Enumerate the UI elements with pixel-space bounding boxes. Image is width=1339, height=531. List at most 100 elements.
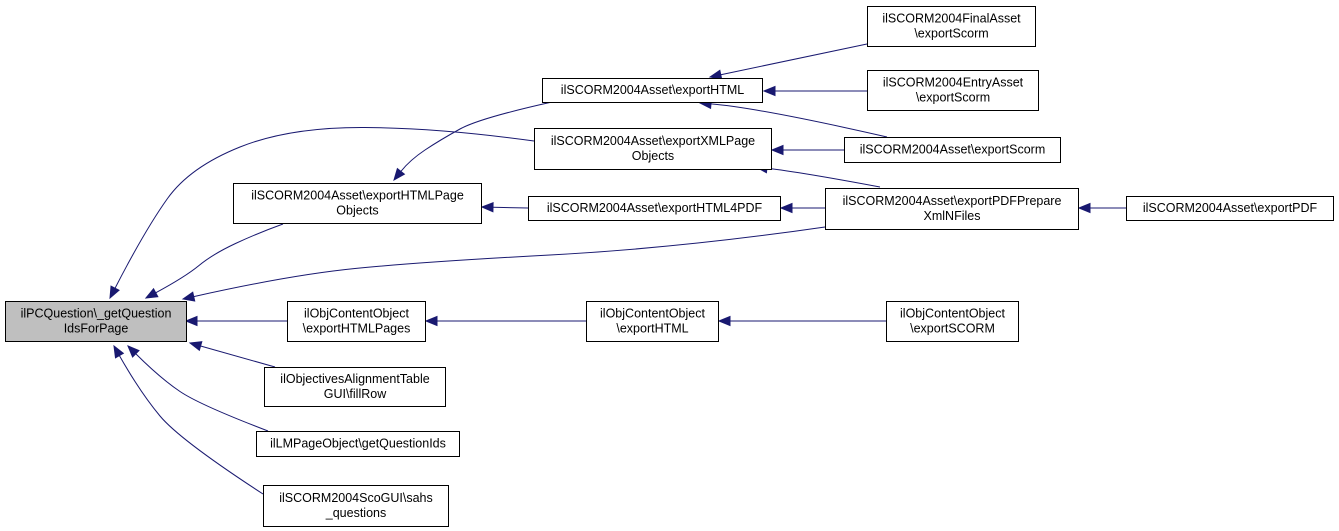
edge-objExportHTML-to-objExportHTMLPages	[424, 315, 586, 327]
node-label-line: \exportScorm	[914, 27, 988, 41]
node-box	[586, 301, 719, 342]
edges-layer	[109, 43, 1126, 495]
node-label-line: \exportScorm	[916, 91, 990, 105]
arrow-head-icon	[109, 285, 120, 300]
arrow-head-icon	[393, 167, 406, 182]
edge-entryAssetExportScorm-to-exportHTML	[762, 85, 867, 97]
node-label-line: GUI\fillRow	[324, 387, 387, 401]
edge-scoSahsQuestions-to-root	[113, 344, 264, 495]
arrow-head-icon	[144, 287, 159, 299]
node-objExportHTMLPages[interactable]: ilObjContentObject\exportHTMLPages	[287, 301, 426, 342]
node-objExportSCORM[interactable]: ilObjContentObject\exportSCORM	[886, 301, 1019, 342]
node-label-line: ilSCORM2004Asset\exportScorm	[860, 143, 1045, 157]
node-label-line: ilSCORM2004Asset\exportPDFPrepare	[843, 194, 1062, 208]
edge-assetExportScorm-to-exportXMLPageObjects	[770, 144, 844, 156]
arrow-head-icon	[181, 291, 196, 302]
edge-exportPDFPrepareXmlNFiles-to-exportXMLPageObjects	[754, 163, 881, 188]
edge-line	[155, 223, 284, 294]
edge-line	[492, 206, 529, 209]
node-box	[233, 183, 482, 224]
node-label-line: ilSCORM2004Asset\exportHTMLPage	[251, 189, 464, 203]
node-box	[867, 70, 1039, 111]
node-label-line: \exportSCORM	[910, 322, 995, 336]
arrow-head-icon	[762, 85, 776, 97]
edge-exportHTML-to-exportHTMLPageObjects	[393, 101, 553, 182]
edge-finalAssetExportScorm-to-exportHTML	[708, 43, 868, 80]
node-objExportHTML[interactable]: ilObjContentObject\exportHTML	[586, 301, 719, 342]
node-exportPDF[interactable]: ilSCORM2004Asset\exportPDF	[1126, 196, 1334, 221]
node-box	[534, 128, 772, 170]
node-box	[867, 6, 1036, 47]
node-assetExportScorm[interactable]: ilSCORM2004Asset\exportScorm	[844, 137, 1061, 163]
node-label-line: ilSCORM2004Asset\exportXMLPage	[551, 134, 755, 148]
arrow-head-icon	[127, 345, 140, 358]
node-exportHTML[interactable]: ilSCORM2004Asset\exportHTML	[542, 78, 763, 103]
edge-exportPDFPrepareXmlNFiles-to-exportHTML4PDF	[779, 202, 825, 214]
node-label-line: ilObjectivesAlignmentTable	[280, 372, 429, 386]
node-exportPDFPrepareXmlNFiles[interactable]: ilSCORM2004Asset\exportPDFPrepareXmlNFil…	[825, 188, 1079, 230]
node-label-line: ilSCORM2004EntryAsset	[883, 76, 1024, 90]
node-label-line: _questions	[325, 506, 386, 520]
node-entryAssetExportScorm[interactable]: ilSCORM2004EntryAsset\exportScorm	[867, 70, 1039, 111]
node-box	[886, 301, 1019, 342]
edge-lmGetQuestionIds-to-root	[127, 345, 269, 432]
edge-line	[135, 353, 269, 432]
edge-line	[400, 101, 553, 172]
node-box	[256, 431, 460, 457]
node-scoSahsQuestions[interactable]: ilSCORM2004ScoGUI\sahs_questions	[263, 485, 449, 527]
node-box	[263, 485, 449, 527]
node-box	[1126, 196, 1334, 221]
arrow-head-icon	[113, 344, 125, 359]
node-label-line: ilPCQuestion\_getQuestion	[21, 307, 172, 321]
node-exportHTML4PDF[interactable]: ilSCORM2004Asset\exportHTML4PDF	[528, 196, 781, 221]
node-label-line: XmlNFiles	[924, 209, 981, 223]
node-box	[542, 78, 763, 103]
edge-exportHTML4PDF-to-exportHTMLPageObjects	[480, 202, 529, 213]
node-box	[264, 367, 446, 407]
arrow-head-icon	[480, 202, 494, 213]
node-box	[825, 188, 1079, 230]
arrow-head-icon	[184, 315, 198, 327]
edge-line	[200, 345, 276, 368]
node-label-line: IdsForPage	[64, 322, 129, 336]
node-label-line: ilSCORM2004Asset\exportHTML4PDF	[547, 201, 763, 215]
node-finalAssetExportScorm[interactable]: ilSCORM2004FinalAsset\exportScorm	[867, 6, 1036, 47]
edge-exportPDF-to-exportPDFPrepareXmlNFiles	[1077, 202, 1126, 214]
edge-line	[193, 226, 826, 298]
edge-line	[118, 355, 264, 495]
edge-objExportHTMLPages-to-root	[184, 315, 287, 327]
arrow-head-icon	[770, 144, 784, 156]
node-label-line: ilLMPageObject\getQuestionIds	[270, 437, 446, 451]
node-label-line: ilSCORM2004Asset\exportHTML	[561, 83, 744, 97]
edge-exportHTMLPageObjects-to-root	[144, 223, 284, 299]
edge-line	[720, 43, 868, 76]
node-label-line: Objects	[632, 149, 674, 163]
arrow-head-icon	[188, 341, 203, 352]
node-label-line: ilSCORM2004Asset\exportPDF	[1143, 201, 1318, 215]
edge-objExportSCORM-to-objExportHTML	[717, 315, 886, 327]
edge-exportXMLPageObjects-to-root	[109, 126, 535, 300]
arrow-head-icon	[708, 69, 723, 80]
node-box	[528, 196, 781, 221]
node-box	[844, 137, 1061, 163]
edge-line	[710, 103, 888, 138]
arrow-head-icon	[424, 315, 438, 327]
node-label-line: ilObjContentObject	[900, 307, 1005, 321]
arrow-head-icon	[1077, 202, 1091, 214]
arrow-head-icon	[779, 202, 793, 214]
node-lmGetQuestionIds[interactable]: ilLMPageObject\getQuestionIds	[256, 431, 460, 457]
node-label-line: \exportHTMLPages	[303, 322, 411, 336]
node-box	[287, 301, 426, 342]
edge-exportPDFPrepareXmlNFiles-to-root	[181, 226, 826, 302]
node-label-line: ilSCORM2004ScoGUI\sahs	[279, 491, 433, 505]
node-label-line: ilObjContentObject	[600, 307, 705, 321]
arrow-head-icon	[717, 315, 731, 327]
node-label-line: Objects	[336, 204, 378, 218]
node-label-line: \exportHTML	[616, 322, 688, 336]
node-label-line: ilSCORM2004FinalAsset	[882, 12, 1021, 26]
